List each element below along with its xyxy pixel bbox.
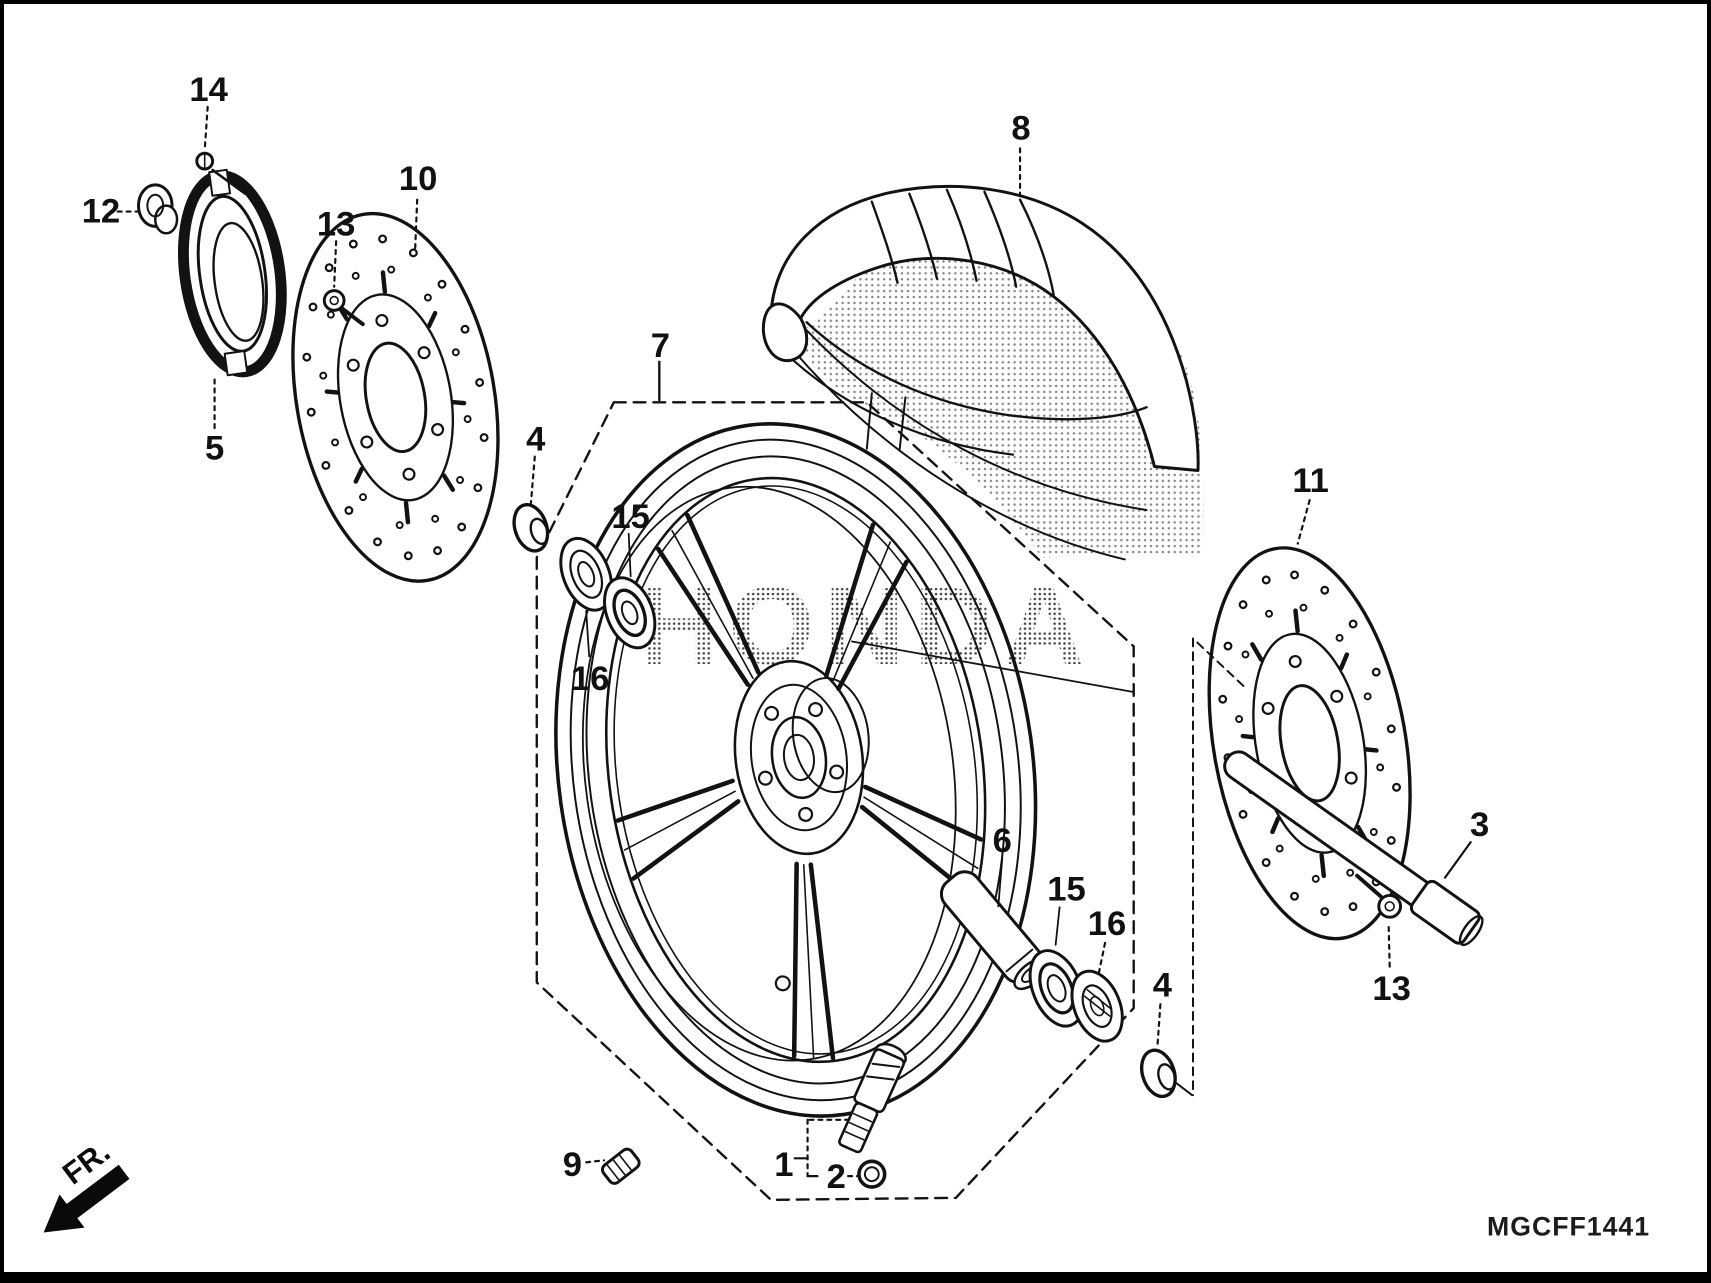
part-label-1: 1 xyxy=(774,1146,793,1184)
tire-valve xyxy=(838,1042,907,1154)
part-label-13-right: 13 xyxy=(1372,970,1410,1008)
part-label-11: 11 xyxy=(1292,462,1329,500)
front-wheel xyxy=(554,422,1038,1118)
dust-seal-right xyxy=(1070,969,1124,1043)
part-label-6: 6 xyxy=(993,822,1012,860)
wheel-bearing-left xyxy=(603,576,657,650)
fr-direction-arrow: FR. xyxy=(43,1134,130,1233)
part-label-13-left: 13 xyxy=(317,205,355,243)
part-label-15-left: 15 xyxy=(611,498,649,536)
leader-lines xyxy=(116,105,1472,1178)
axle-collar-left xyxy=(512,503,550,553)
dust-seal-left xyxy=(559,536,614,612)
diagram-canvas: HONDA xyxy=(43,71,1650,1241)
brake-disc-left xyxy=(291,211,500,583)
front-fender xyxy=(762,185,1200,472)
part-label-4-right: 4 xyxy=(1153,966,1173,1004)
part-label-14: 14 xyxy=(189,71,228,109)
screw-14 xyxy=(195,151,247,196)
part-label-9: 9 xyxy=(563,1146,582,1184)
enclosure-outline xyxy=(535,401,1135,1202)
part-label-16-left: 16 xyxy=(571,660,609,698)
valve-nut xyxy=(857,1159,887,1189)
bolt-13-left xyxy=(322,289,365,327)
front-axle xyxy=(1223,750,1484,947)
part-label-7: 7 xyxy=(651,327,670,365)
part-label-12: 12 xyxy=(82,192,120,230)
diagram-code: MGCFF1441 xyxy=(1487,1211,1650,1241)
part-label-4-left: 4 xyxy=(526,421,546,459)
bolt-9 xyxy=(600,1147,641,1185)
axle-axis-line xyxy=(851,640,1134,693)
disc-mount-axis xyxy=(1192,637,1245,1097)
part-labels: 14 12 5 10 13 4 15 16 7 8 11 3 13 4 6 15… xyxy=(82,71,1490,1196)
part-label-5: 5 xyxy=(205,430,224,468)
bolt-13-right xyxy=(1355,873,1403,919)
part-label-10: 10 xyxy=(399,160,437,198)
part-label-2: 2 xyxy=(827,1158,846,1196)
part-label-15-right: 15 xyxy=(1047,870,1085,908)
part-label-3: 3 xyxy=(1470,806,1489,844)
pulser-ring xyxy=(177,168,287,378)
honda-watermark: HONDA xyxy=(639,565,1094,688)
collar-right-tick xyxy=(1174,1081,1194,1097)
part-label-16-right: 16 xyxy=(1088,905,1126,943)
nut-12 xyxy=(136,183,179,235)
part-label-8: 8 xyxy=(1011,109,1030,147)
axle-collar-right xyxy=(1140,1048,1177,1099)
